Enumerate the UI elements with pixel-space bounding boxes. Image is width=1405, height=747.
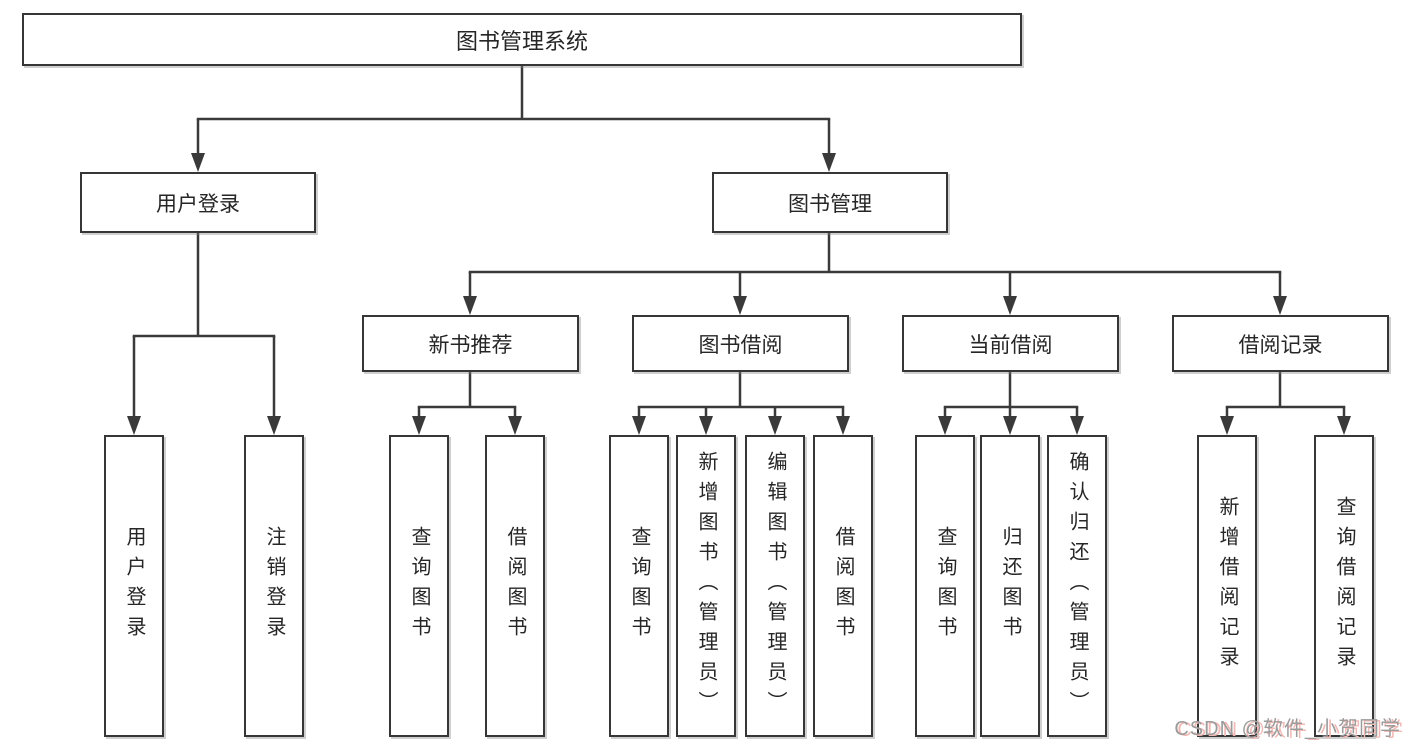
- leaf-borrow-books-label: 借阅图书: [832, 526, 854, 646]
- leaf-edit-book-admin: 编辑图书（管理员）: [745, 435, 805, 737]
- leaf-query-books-borrow: 查询图书: [609, 435, 669, 737]
- node-borrow-records-label: 借阅记录: [1238, 333, 1323, 357]
- leaf-query-books-current-label: 查询图书: [934, 526, 956, 646]
- leaf-logout-label: 注销登录: [263, 526, 285, 646]
- node-root-label: 图书管理系统: [455, 28, 588, 54]
- node-new-book-recommend-label: 新书推荐: [428, 333, 513, 357]
- leaf-return-books: 归还图书: [980, 435, 1040, 737]
- leaf-add-borrow-record: 新增借阅记录: [1197, 435, 1257, 737]
- csdn-watermark: CSDN @软件_小贺同学: [1174, 718, 1401, 740]
- leaf-borrow-books-recommend: 借阅图书: [485, 435, 545, 737]
- node-book-management-label: 图书管理: [788, 192, 872, 216]
- leaf-logout: 注销登录: [244, 435, 304, 737]
- leaf-query-borrow-record-label: 查询借阅记录: [1333, 496, 1355, 676]
- node-current-borrow-label: 当前借阅: [968, 333, 1053, 357]
- leaf-confirm-return-admin-label: 确认归还（管理员）: [1066, 451, 1088, 721]
- leaf-add-book-admin: 新增图书（管理员）: [676, 435, 736, 737]
- leaf-query-books-recommend: 查询图书: [389, 435, 449, 737]
- node-borrow-records: 借阅记录: [1172, 315, 1389, 372]
- node-user-login-label: 用户登录: [156, 192, 240, 216]
- leaf-borrow-books: 借阅图书: [813, 435, 873, 737]
- node-new-book-recommend: 新书推荐: [362, 315, 579, 372]
- leaf-add-borrow-record-label: 新增借阅记录: [1216, 496, 1238, 676]
- leaf-edit-book-admin-label: 编辑图书（管理员）: [764, 451, 786, 721]
- node-book-management: 图书管理: [712, 172, 948, 233]
- node-current-borrow: 当前借阅: [902, 315, 1119, 372]
- leaf-return-books-label: 归还图书: [999, 526, 1021, 646]
- leaf-query-borrow-record: 查询借阅记录: [1314, 435, 1374, 737]
- leaf-query-books-current: 查询图书: [915, 435, 975, 737]
- leaf-query-books-recommend-label: 查询图书: [408, 526, 430, 646]
- leaf-add-book-admin-label: 新增图书（管理员）: [695, 451, 717, 721]
- node-user-login: 用户登录: [80, 172, 316, 233]
- node-book-borrow: 图书借阅: [632, 315, 849, 372]
- leaf-borrow-books-recommend-label: 借阅图书: [504, 526, 526, 646]
- leaf-query-books-borrow-label: 查询图书: [628, 526, 650, 646]
- leaf-confirm-return-admin: 确认归还（管理员）: [1047, 435, 1107, 737]
- node-root-book-management-system: 图书管理系统: [22, 13, 1022, 66]
- leaf-user-login: 用户登录: [104, 435, 164, 737]
- leaf-user-login-label: 用户登录: [123, 526, 145, 646]
- node-book-borrow-label: 图书借阅: [698, 333, 783, 357]
